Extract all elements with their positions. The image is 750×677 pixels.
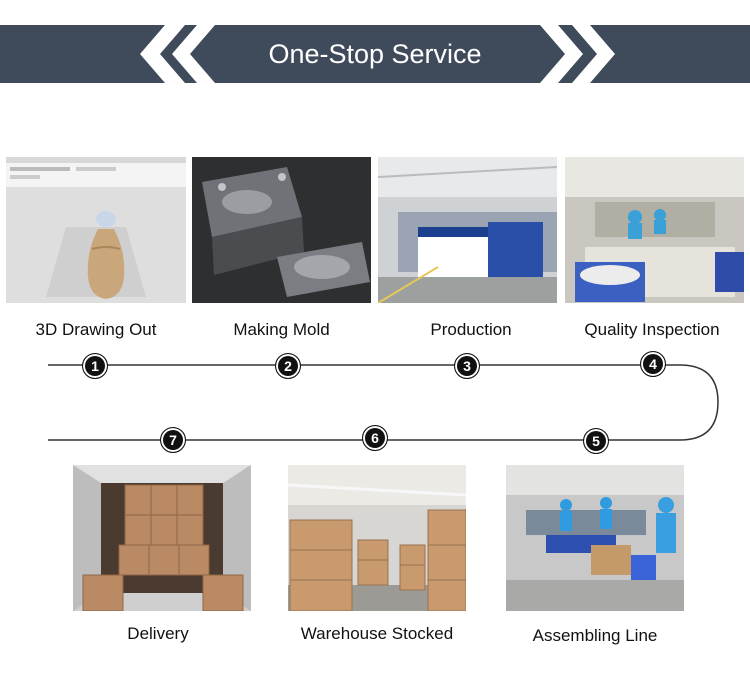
photo-assembling-line — [506, 465, 684, 611]
step-marker-2: 2 — [275, 353, 301, 379]
step-label-7: Delivery — [127, 624, 189, 643]
step-label-2: Making Mold — [233, 320, 330, 339]
step-label-5: Assembling Line — [532, 626, 658, 645]
step-marker-5: 5 — [583, 428, 609, 454]
step-marker-1: 1 — [82, 353, 108, 379]
step-label-3: Production — [430, 320, 512, 339]
step-label-6: Warehouse Stocked — [300, 624, 454, 643]
step-label-4: Quality Inspection — [584, 320, 720, 339]
step-label-1: 3D Drawing Out — [35, 320, 157, 339]
step-marker-4: 4 — [640, 351, 666, 377]
step-marker-3: 3 — [454, 353, 480, 379]
banner-title: One-Stop Service — [268, 39, 482, 69]
photo-production — [378, 157, 557, 303]
photo-making-mold — [192, 157, 371, 303]
step-marker-7: 7 — [160, 427, 186, 453]
banner-chevrons — [140, 25, 615, 83]
photo-3d-drawing — [6, 157, 186, 303]
photo-warehouse — [288, 465, 466, 611]
step-marker-6: 6 — [362, 425, 388, 451]
photo-delivery — [73, 465, 251, 611]
photo-quality-inspection — [565, 157, 744, 303]
banner: One-Stop Service — [0, 25, 750, 83]
